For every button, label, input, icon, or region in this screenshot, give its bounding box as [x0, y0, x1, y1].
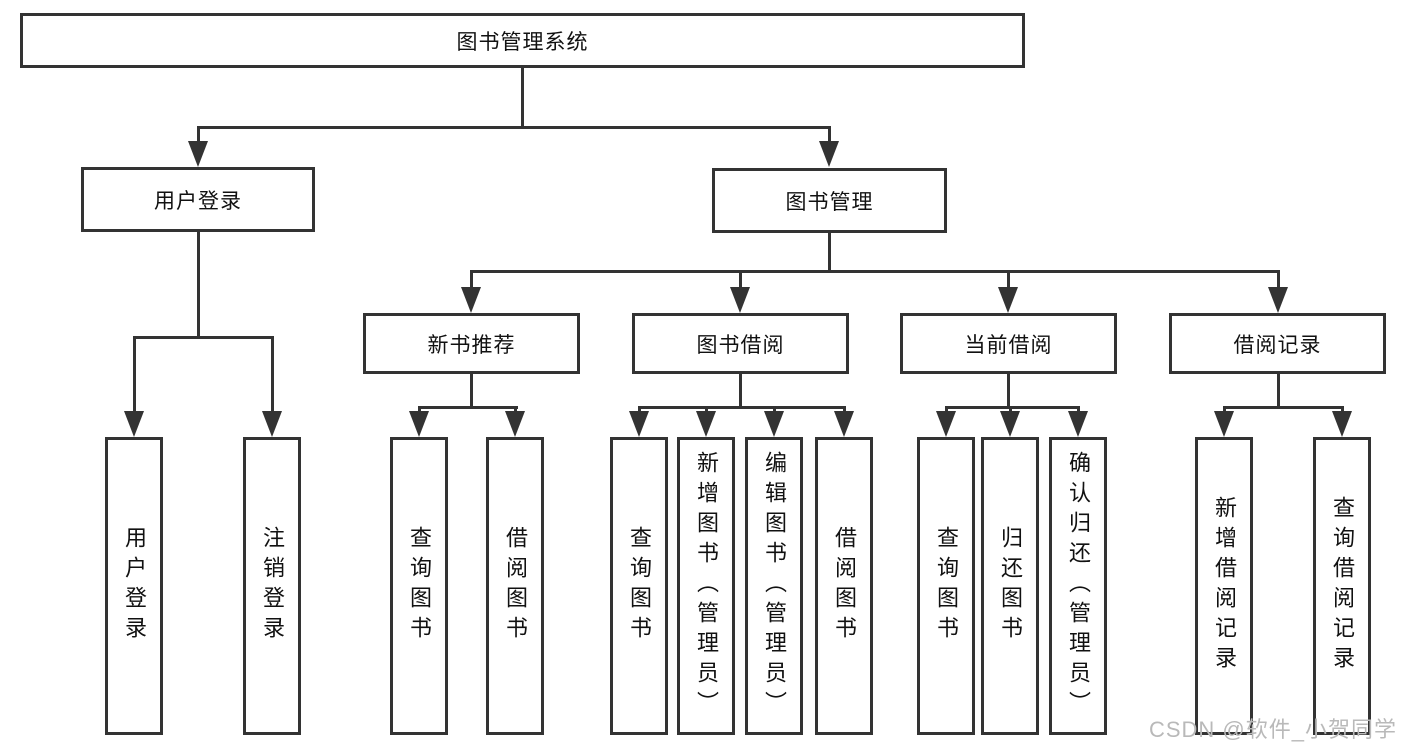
connector-line	[739, 374, 742, 406]
connector-line	[521, 67, 524, 126]
arrow-down-icon	[505, 411, 525, 437]
connector-line	[638, 406, 846, 409]
arrow-down-icon	[461, 287, 481, 313]
leaf-return-books-label: 归还图书	[998, 526, 1023, 646]
node-root-label: 图书管理系统	[456, 30, 589, 54]
connector-line	[945, 406, 1080, 409]
connector-line	[828, 126, 831, 144]
leaf-borrow-books-label: 借阅图书	[832, 526, 857, 646]
connector-line	[514, 406, 517, 414]
arrow-down-icon	[262, 411, 282, 437]
connector-line	[133, 336, 136, 412]
arrow-down-icon	[629, 411, 649, 437]
node-user-login: 用户登录	[81, 167, 315, 232]
leaf-add-books-admin: 新增图书（管理员）	[677, 437, 735, 735]
arrow-down-icon	[834, 411, 854, 437]
connector-line	[1007, 270, 1010, 288]
leaf-borrow-books-recommend-label: 借阅图书	[503, 526, 528, 646]
connector-line	[1009, 406, 1012, 414]
csdn-watermark: CSDN @软件_小贺同学	[1148, 717, 1397, 742]
arrow-down-icon	[1332, 411, 1352, 437]
connector-line	[739, 270, 742, 288]
arrow-down-icon	[998, 287, 1018, 313]
connector-line	[1007, 374, 1010, 406]
leaf-query-borrow-record: 查询借阅记录	[1313, 437, 1371, 735]
node-borrowing-records: 借阅记录	[1169, 313, 1386, 374]
arrow-down-icon	[696, 411, 716, 437]
leaf-query-books-borrowing: 查询图书	[610, 437, 668, 735]
leaf-user-login: 用户登录	[105, 437, 163, 735]
leaf-edit-books-admin-label: 编辑图书（管理员）	[762, 451, 787, 721]
leaf-query-books-recommend: 查询图书	[390, 437, 448, 735]
connector-line	[1341, 406, 1344, 414]
node-user-login-label: 用户登录	[154, 189, 242, 213]
connector-line	[638, 406, 641, 414]
arrow-down-icon	[1214, 411, 1234, 437]
node-book-management-label: 图书管理	[785, 190, 874, 214]
connector-line	[197, 232, 200, 336]
arrow-down-icon	[819, 141, 839, 167]
leaf-confirm-return-admin: 确认归还（管理员）	[1049, 437, 1107, 735]
leaf-edit-books-admin: 编辑图书（管理员）	[745, 437, 803, 735]
node-book-borrowing-label: 图书借阅	[696, 333, 785, 357]
arrow-down-icon	[1068, 411, 1088, 437]
leaf-add-books-admin-label: 新增图书（管理员）	[694, 451, 719, 721]
node-new-book-recommend: 新书推荐	[363, 313, 580, 374]
connector-line	[418, 406, 421, 414]
connector-line	[470, 270, 473, 288]
arrow-down-icon	[1268, 287, 1288, 313]
leaf-query-books-recommend-label: 查询图书	[407, 526, 432, 646]
arrow-down-icon	[1000, 411, 1020, 437]
connector-line	[843, 406, 846, 414]
connector-line	[1077, 406, 1080, 414]
leaf-add-borrow-record-label: 新增借阅记录	[1212, 496, 1237, 676]
leaf-logout: 注销登录	[243, 437, 301, 735]
leaf-confirm-return-admin-label: 确认归还（管理员）	[1066, 451, 1091, 721]
node-book-borrowing: 图书借阅	[632, 313, 849, 374]
leaf-return-books: 归还图书	[981, 437, 1039, 735]
connector-line	[197, 126, 831, 129]
connector-line	[773, 406, 776, 414]
connector-line	[1277, 270, 1280, 288]
leaf-query-books-borrowing-label: 查询图书	[627, 526, 652, 646]
arrow-down-icon	[730, 287, 750, 313]
node-current-borrowing: 当前借阅	[900, 313, 1117, 374]
connector-line	[1223, 406, 1344, 409]
arrow-down-icon	[936, 411, 956, 437]
node-root: 图书管理系统	[20, 13, 1025, 68]
leaf-add-borrow-record: 新增借阅记录	[1195, 437, 1253, 735]
arrow-down-icon	[188, 141, 208, 167]
leaf-borrow-books: 借阅图书	[815, 437, 873, 735]
leaf-logout-label: 注销登录	[260, 526, 285, 646]
connector-line	[1223, 406, 1226, 414]
node-borrowing-records-label: 借阅记录	[1233, 333, 1322, 357]
node-book-management: 图书管理	[712, 168, 947, 233]
connector-line	[1277, 374, 1280, 406]
connector-line	[197, 126, 200, 144]
leaf-query-borrow-record-label: 查询借阅记录	[1330, 496, 1355, 676]
arrow-down-icon	[409, 411, 429, 437]
leaf-query-books-current-label: 查询图书	[934, 526, 959, 646]
connector-line	[418, 406, 518, 409]
connector-line	[828, 233, 831, 270]
leaf-user-login-label: 用户登录	[122, 526, 147, 646]
connector-line	[705, 406, 708, 414]
node-current-borrowing-label: 当前借阅	[964, 333, 1053, 357]
connector-line	[470, 374, 473, 406]
connector-line	[271, 336, 274, 412]
leaf-borrow-books-recommend: 借阅图书	[486, 437, 544, 735]
leaf-query-books-current: 查询图书	[917, 437, 975, 735]
arrow-down-icon	[124, 411, 144, 437]
connector-line	[945, 406, 948, 414]
connector-line	[133, 336, 274, 339]
connector-line	[470, 270, 1280, 273]
node-new-book-recommend-label: 新书推荐	[427, 333, 516, 357]
arrow-down-icon	[764, 411, 784, 437]
